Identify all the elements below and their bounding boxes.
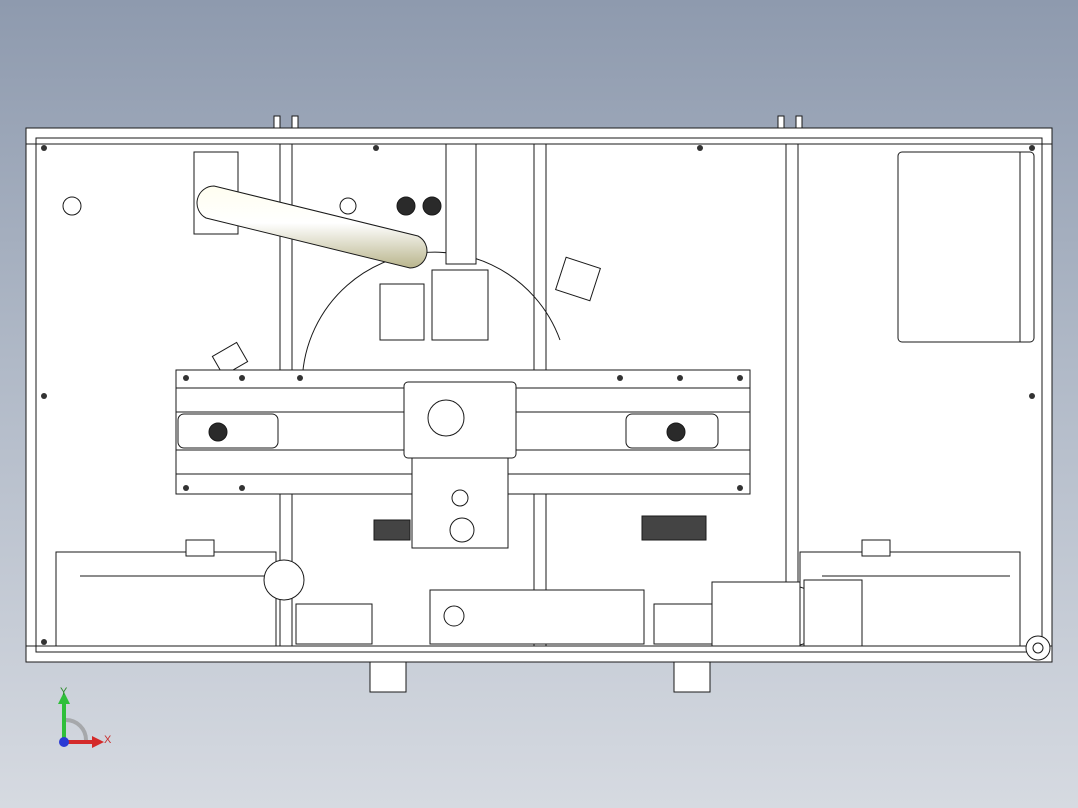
- x-axis-label: X: [104, 734, 112, 746]
- foot-right: [673, 659, 711, 693]
- pipe: [196, 185, 428, 269]
- foot-left: [369, 659, 407, 693]
- coordinate-axes-icon: [58, 692, 104, 748]
- cabinet-door: [897, 151, 1035, 343]
- axis-triad: [48, 684, 118, 754]
- y-axis-label: Y: [60, 686, 68, 698]
- upright-3: [785, 143, 799, 647]
